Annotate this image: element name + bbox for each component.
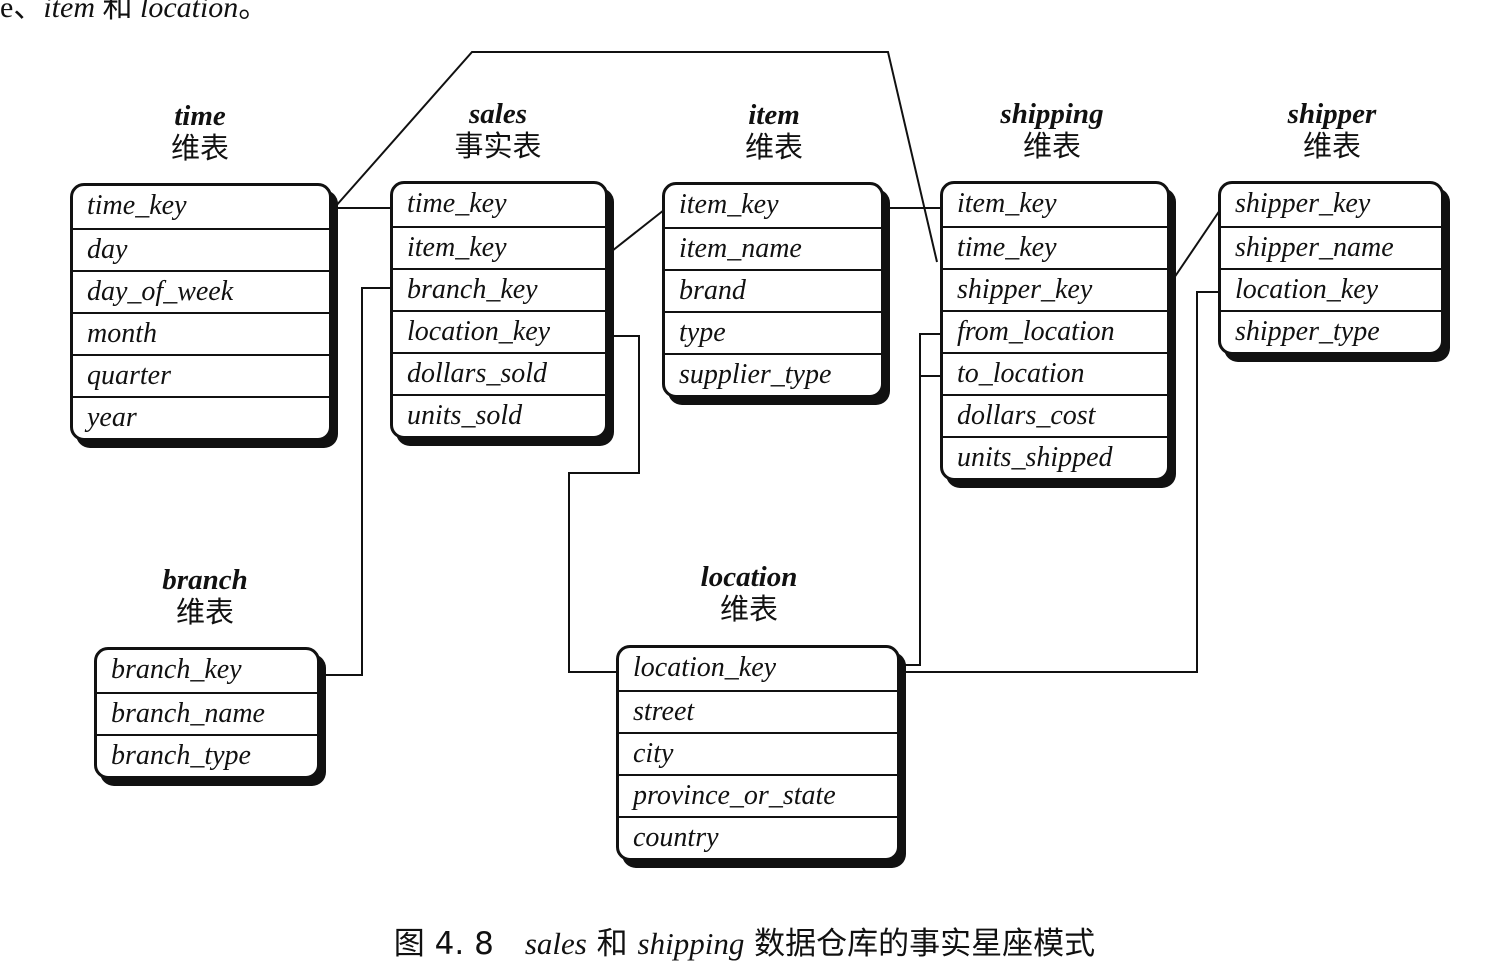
table-name: item xyxy=(748,99,800,131)
link-shipper-location xyxy=(902,291,1220,673)
link-shipping-from-location xyxy=(900,333,940,666)
caption-prefix: 图 4. 8 xyxy=(393,926,525,962)
field-row: brand xyxy=(665,269,881,311)
table-kind: 维表 xyxy=(1022,128,1081,163)
branch-table: branch_key branch_name branch_type xyxy=(94,647,320,779)
table-kind: 维表 xyxy=(1302,128,1361,163)
table-name: shipper xyxy=(1287,98,1377,130)
field-row: year xyxy=(73,396,329,438)
field-row: month xyxy=(73,312,329,354)
top-fragment-suffix: 。 xyxy=(238,0,269,24)
table-name: location xyxy=(700,561,798,593)
field-row: item_key xyxy=(393,226,605,268)
field-row: city xyxy=(619,732,897,774)
time-table: time_key day day_of_week month quarter y… xyxy=(70,183,332,441)
field-row: time_key xyxy=(407,188,507,219)
table-name: sales xyxy=(469,98,527,130)
table-name: shipping xyxy=(1000,98,1104,130)
branch-title: branch 维表 xyxy=(140,564,270,629)
figure-caption: 图 4. 8 sales 和 shipping 数据仓库的事实星座模式 xyxy=(0,918,1489,963)
sales-table: time_key item_key branch_key location_ke… xyxy=(390,181,608,439)
field-row: branch_name xyxy=(97,692,317,734)
table-kind: 维表 xyxy=(170,130,229,165)
field-row: time_key xyxy=(87,190,187,221)
location-title: location 维表 xyxy=(679,561,819,626)
shipping-table: item_key time_key shipper_key from_locat… xyxy=(940,181,1170,481)
link-shipping-shipper xyxy=(1173,209,1221,279)
top-text-fragment: e、item 和 location。 xyxy=(0,0,268,26)
table-kind: 维表 xyxy=(175,594,234,629)
field-row: shipper_key xyxy=(1235,188,1371,219)
item-title: item 维表 xyxy=(714,99,834,164)
field-row: day xyxy=(73,228,329,270)
sales-title: sales 事实表 xyxy=(438,98,558,163)
caption-suffix: 数据仓库的事实星座模式 xyxy=(744,926,1096,962)
table-name: time xyxy=(174,100,226,132)
location-table: location_key street city province_or_sta… xyxy=(616,645,900,861)
caption-middle: 和 xyxy=(586,926,638,962)
shipping-title: shipping 维表 xyxy=(982,98,1122,163)
shipper-title: shipper 维表 xyxy=(1262,98,1402,163)
field-row: shipper_name xyxy=(1221,226,1441,268)
link-sales-location xyxy=(568,335,640,673)
link-sales-item xyxy=(611,209,665,252)
field-row: dollars_sold xyxy=(393,352,605,394)
shipper-table: shipper_key shipper_name location_key sh… xyxy=(1218,181,1444,355)
field-row: branch_key xyxy=(393,268,605,310)
field-row: day_of_week xyxy=(73,270,329,312)
item-table: item_key item_name brand type supplier_t… xyxy=(662,182,884,398)
field-row: quarter xyxy=(73,354,329,396)
time-title: time 维表 xyxy=(140,100,260,165)
field-row: location_key xyxy=(633,652,777,683)
top-fragment-middle: 和 xyxy=(94,0,140,24)
field-row: item_key xyxy=(957,188,1057,219)
field-row: time_key xyxy=(943,226,1167,268)
field-row: country xyxy=(619,816,897,858)
field-row: supplier_type xyxy=(665,353,881,395)
field-row: units_sold xyxy=(393,394,605,436)
field-row: dollars_cost xyxy=(943,394,1167,436)
link-time-shipping xyxy=(334,51,938,263)
table-kind: 维表 xyxy=(744,129,803,164)
table-name: branch xyxy=(162,564,248,596)
link-sales-branch xyxy=(322,287,390,676)
field-row: item_key xyxy=(679,189,779,220)
field-row: province_or_state xyxy=(619,774,897,816)
field-row: shipper_key xyxy=(943,268,1167,310)
field-row: from_location xyxy=(943,310,1167,352)
field-row: shipper_type xyxy=(1221,310,1441,352)
field-row: branch_type xyxy=(97,734,317,776)
field-row: item_name xyxy=(665,227,881,269)
table-kind: 事实表 xyxy=(454,128,542,163)
top-fragment-word2: location xyxy=(139,0,239,24)
top-fragment-word1: item xyxy=(43,0,95,24)
caption-word1: sales xyxy=(524,926,587,961)
caption-word2: shipping xyxy=(637,926,745,961)
top-fragment-prefix: e、 xyxy=(0,0,44,24)
field-row: location_key xyxy=(393,310,605,352)
field-row: type xyxy=(665,311,881,353)
field-row: branch_key xyxy=(111,654,242,685)
field-row: units_shipped xyxy=(943,436,1167,478)
table-kind: 维表 xyxy=(719,591,778,626)
field-row: location_key xyxy=(1221,268,1441,310)
field-row: to_location xyxy=(943,352,1167,394)
field-row: street xyxy=(619,690,897,732)
